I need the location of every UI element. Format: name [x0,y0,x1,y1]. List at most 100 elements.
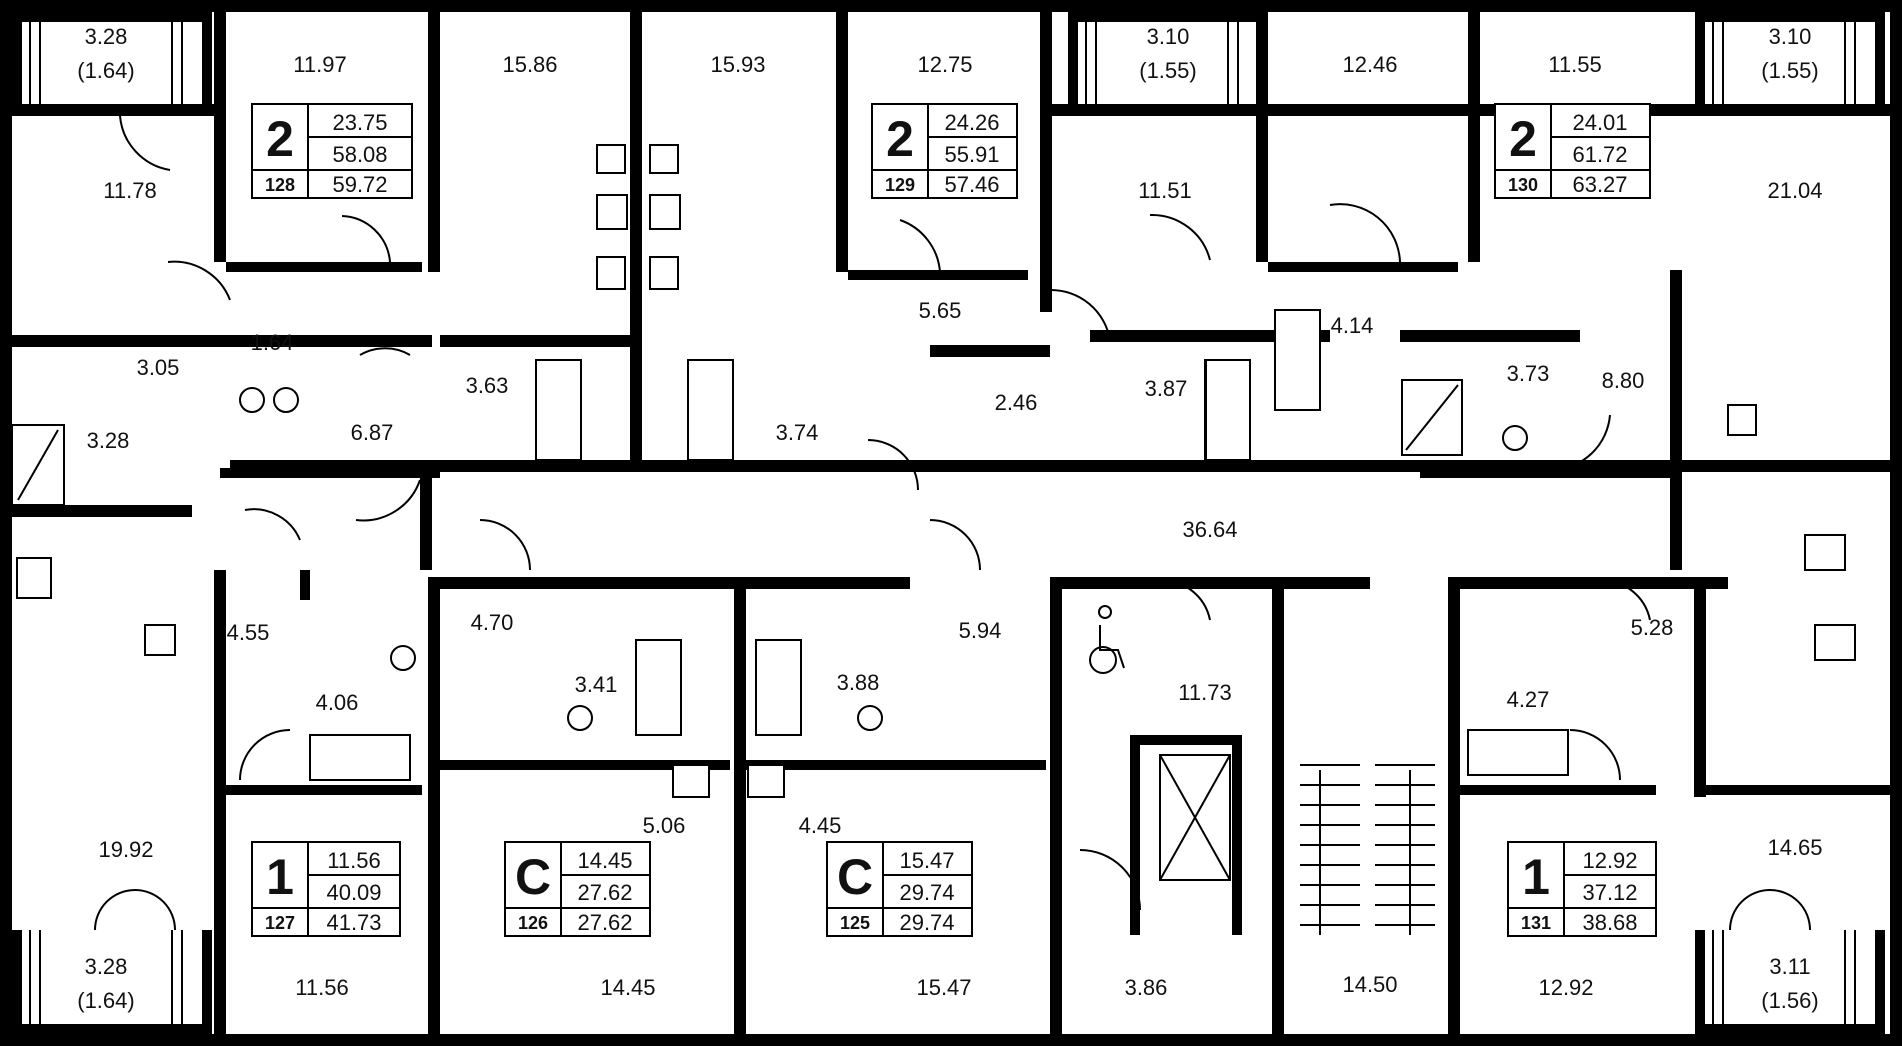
room-area-label: 3.73 [1507,361,1550,386]
total-area: 40.09 [326,880,381,905]
room-area-label: 6.87 [351,420,394,445]
balcony-area-label: 3.28 [85,954,128,979]
apartment-badge: 2 24.01 61.72 130 63.27 [1494,103,1651,199]
room-area-label: 3.05 [137,355,180,380]
room-area-label: 3.87 [1145,376,1188,401]
room-area-label: 15.86 [502,52,557,77]
living-area: 12.92 [1582,848,1637,873]
living-area: 23.75 [332,110,387,135]
apartment-number: 130 [1508,175,1538,195]
room-area-label: 5.94 [959,618,1002,643]
total-area-with-balcony: 63.27 [1572,172,1627,197]
room-area-label: 3.28 [87,428,130,453]
elevator-shaft-icon [1130,735,1242,935]
balcony-area-label: 3.10 [1147,24,1190,49]
total-area: 27.62 [577,880,632,905]
apartment-badge: 1 11.56 40.09 127 41.73 [251,841,401,937]
room-area-label: 15.47 [916,975,971,1000]
room-area-label: 36.64 [1182,517,1237,542]
room-area-label: 3.86 [1125,975,1168,1000]
apartment-number: 129 [885,175,915,195]
room-area-label: 1.64 [251,330,294,355]
living-area: 24.01 [1572,110,1627,135]
doors [94,115,1811,931]
room-area-label: 8.80 [1602,368,1645,393]
balcony-bottom-left [12,930,212,1034]
room-area-label: 12.75 [917,52,972,77]
room-area-label: 11.56 [295,975,348,1000]
room-area-label: 4.14 [1331,313,1374,338]
apartment-number: 125 [840,913,870,933]
total-area-with-balcony: 59.72 [332,172,387,197]
bathroom-fixtures [11,309,1569,781]
total-area-with-balcony: 29.74 [899,910,954,935]
total-area-with-balcony: 38.68 [1582,910,1637,935]
apartment-type: С [515,849,551,905]
living-area: 24.26 [944,110,999,135]
room-area-label: 12.46 [1342,52,1397,77]
total-area: 37.12 [1582,880,1637,905]
room-area-label: 14.65 [1767,835,1822,860]
total-area: 61.72 [1572,142,1627,167]
apartment-number: 126 [518,913,548,933]
apartment-badges: 2 23.75 58.08 128 59.72 2 24.26 55.91 12… [251,103,1657,937]
room-area-label: 3.88 [837,670,880,695]
room-area-label: 4.27 [1507,687,1550,712]
room-area-label: 15.93 [710,52,765,77]
apartment-badge: 2 24.26 55.91 129 57.46 [871,103,1018,199]
total-area-with-balcony: 41.73 [326,910,381,935]
apartment-badge: С 15.47 29.74 125 29.74 [826,841,973,937]
room-area-label: 12.92 [1538,975,1593,1000]
balcony-area-label: 3.28 [85,24,128,49]
room-area-label: 11.55 [1548,52,1601,77]
wheelchair-accessible-icon [1089,605,1125,674]
room-area-label: 3.41 [575,672,618,697]
room-area-label: 11.97 [293,52,346,77]
total-area: 29.74 [899,880,954,905]
living-area: 14.45 [577,848,632,873]
apartment-type: 2 [266,111,294,167]
room-area-label: 5.06 [643,813,686,838]
room-area-label: 4.45 [799,813,842,838]
interior-walls [12,12,1890,1034]
balcony-half-label: (1.55) [1139,58,1196,83]
room-area-label: 14.50 [1342,972,1397,997]
balcony-area-label: 3.10 [1769,24,1812,49]
room-area-label: 2.46 [995,390,1038,415]
staircase-icon [1300,764,1435,935]
room-area-label: 5.28 [1631,615,1674,640]
living-area: 11.56 [327,848,380,873]
room-area-label: 4.55 [227,620,270,645]
room-area-label: 3.74 [776,420,819,445]
balcony-half-label: (1.64) [77,58,134,83]
apartment-type: 1 [1522,849,1550,905]
room-area-label: 5.65 [919,298,962,323]
balcony-half-label: (1.56) [1761,988,1818,1013]
room-area-label: 21.04 [1767,178,1822,203]
room-labels: 3.28 (1.64) 11.97 15.86 15.93 12.75 3.10… [77,24,1822,1013]
total-area: 58.08 [332,142,387,167]
apartment-type: 2 [886,111,914,167]
room-area-label: 4.06 [316,690,359,715]
living-area: 15.47 [899,848,954,873]
balcony-half-label: (1.64) [77,988,134,1013]
total-area-with-balcony: 27.62 [577,910,632,935]
apartment-badge: 2 23.75 58.08 128 59.72 [251,103,413,199]
apartment-number: 131 [1521,913,1551,933]
room-area-label: 4.70 [471,610,514,635]
room-area-label: 14.45 [600,975,655,1000]
apartment-badge: С 14.45 27.62 126 27.62 [504,841,651,937]
kitchen-appliances [16,144,1856,798]
room-area-label: 11.78 [103,178,156,203]
balcony-half-label: (1.55) [1761,58,1818,83]
room-area-label: 3.63 [466,373,509,398]
room-area-label: 19.92 [98,837,153,862]
apartment-type: 2 [1509,111,1537,167]
room-area-label: 11.51 [1138,178,1191,203]
room-area-label: 11.73 [1178,680,1231,705]
balcony-top-right [1695,12,1885,104]
total-area: 55.91 [944,142,999,167]
total-area-with-balcony: 57.46 [944,172,999,197]
